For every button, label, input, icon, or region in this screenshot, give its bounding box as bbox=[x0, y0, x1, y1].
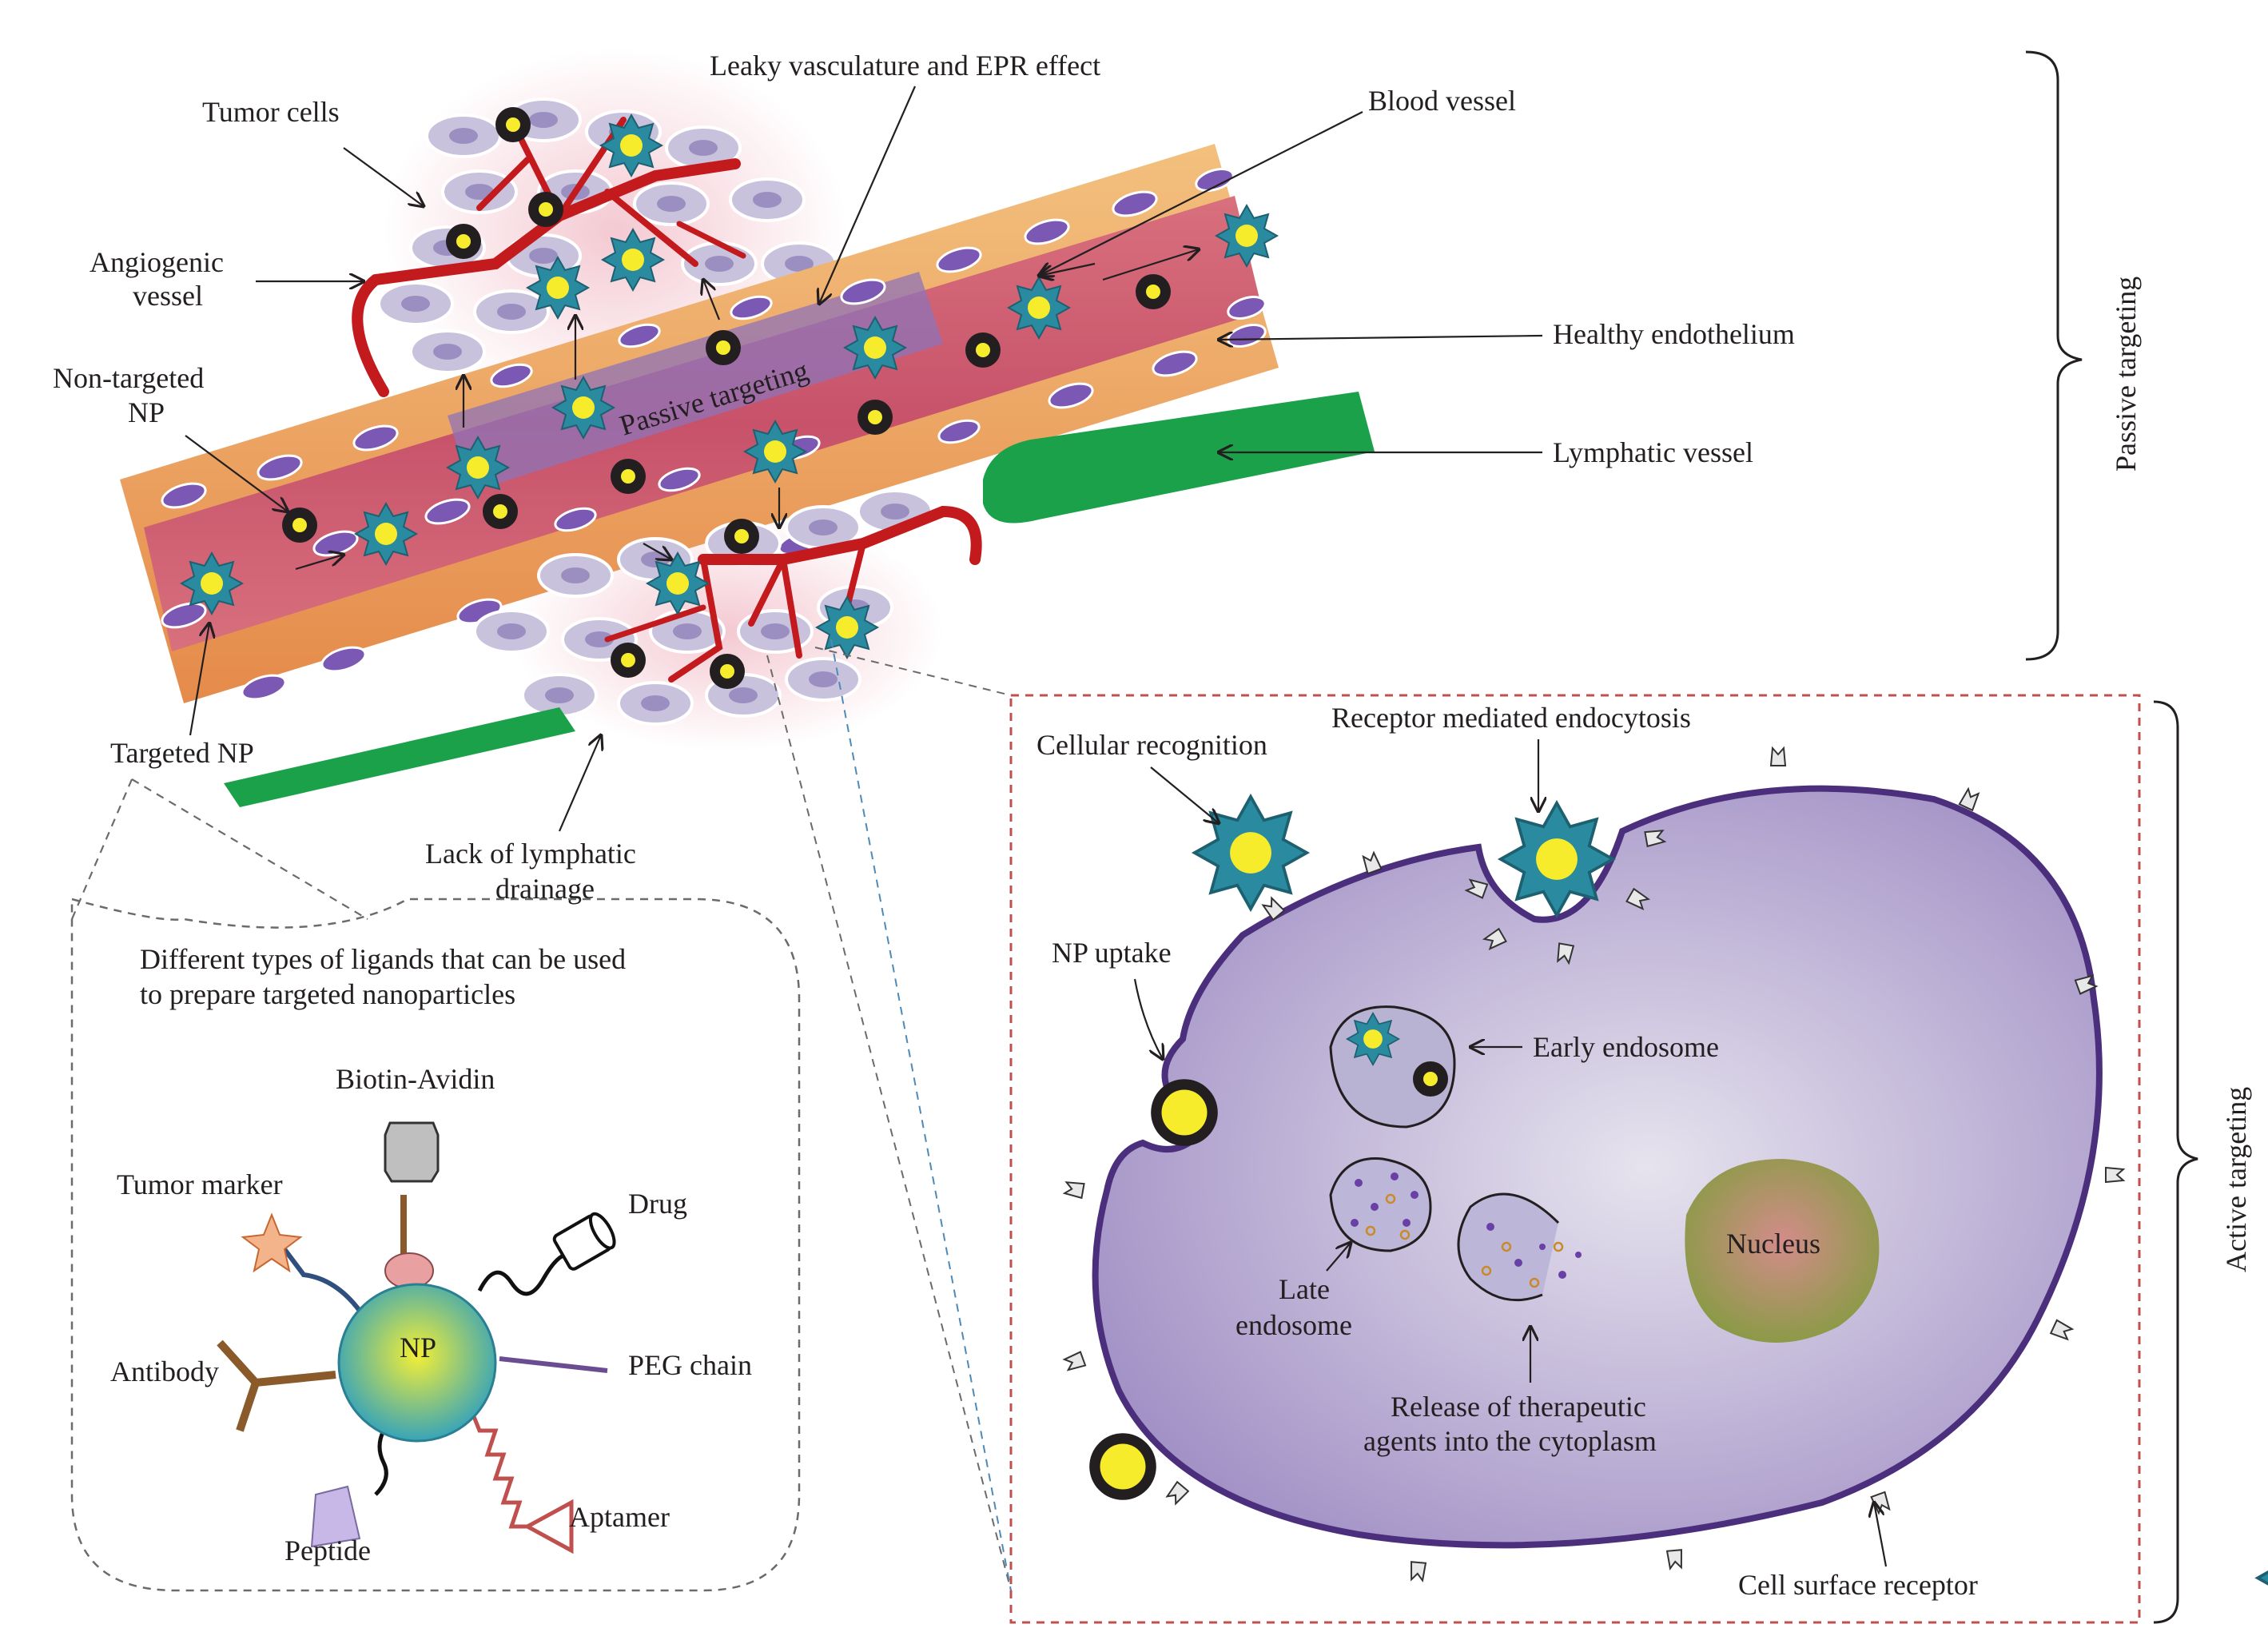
non-targeted-np-outside bbox=[1089, 1433, 1156, 1500]
label-tumor-marker: Tumor marker bbox=[117, 1168, 283, 1200]
label-receptor-endocytosis: Receptor mediated endocytosis bbox=[1331, 702, 1691, 734]
non-targeted-np-uptake bbox=[1151, 1079, 1218, 1146]
label-angiogenic-1: Angiogenic bbox=[90, 246, 224, 278]
cell-box: Nucleus Early endosome bbox=[766, 639, 2268, 1636]
label-peg-chain: PEG chain bbox=[628, 1349, 752, 1381]
lymphatic-vessel-left bbox=[224, 707, 575, 807]
label-passive-targeting-bracket: Passive targeting bbox=[2110, 277, 2142, 472]
blood-vessel bbox=[120, 144, 1279, 703]
cell-box-frame bbox=[1009, 694, 2141, 1624]
label-antibody: Antibody bbox=[110, 1355, 219, 1387]
target-cell bbox=[1092, 785, 2103, 1549]
label-late-endosome-1: Late bbox=[1279, 1273, 1330, 1305]
label-lack-drainage-1: Lack of lymphatic bbox=[425, 838, 636, 870]
ligands-title-1: Different types of ligands that can be u… bbox=[140, 943, 626, 975]
aptamer-icon bbox=[523, 1499, 574, 1554]
drug-capsule-icon bbox=[552, 1212, 616, 1271]
label-np-uptake: NP uptake bbox=[1052, 937, 1172, 969]
label-active-targeting-bracket: Active targeting bbox=[2220, 1087, 2252, 1272]
label-lymphatic-vessel: Lymphatic vessel bbox=[1553, 436, 1753, 468]
np-sphere bbox=[337, 1283, 497, 1443]
lymphatic-vessel-right bbox=[983, 392, 1375, 523]
vessel-scene: Passive targeting bbox=[120, 48, 1375, 807]
label-targeted-np: Targeted NP bbox=[110, 737, 254, 769]
label-drug: Drug bbox=[628, 1188, 687, 1220]
label-biotin-avidin: Biotin-Avidin bbox=[336, 1063, 495, 1095]
nucleus bbox=[1685, 1159, 1880, 1343]
label-cell-surface-receptor: Cell surface receptor bbox=[1738, 1569, 1978, 1601]
label-nucleus: Nucleus bbox=[1726, 1228, 1820, 1260]
label-early-endosome: Early endosome bbox=[1533, 1031, 1719, 1063]
label-late-endosome-2: endosome bbox=[1235, 1309, 1352, 1341]
label-angiogenic-2: vessel bbox=[133, 280, 203, 312]
label-non-targeted-np-2: NP bbox=[128, 396, 165, 428]
targeted-np-recognition bbox=[1192, 794, 1309, 911]
angiogenic-vessels bbox=[352, 117, 982, 683]
label-non-targeted-np-1: Non-targeted bbox=[53, 362, 204, 394]
label-aptamer: Aptamer bbox=[569, 1501, 670, 1533]
label-leaky-vasculature: Leaky vasculature and EPR effect bbox=[710, 50, 1100, 82]
label-cellular-recognition: Cellular recognition bbox=[1037, 729, 1267, 761]
active-targeting-bracket: Active targeting bbox=[2153, 700, 2252, 1624]
label-release-1: Release of therapeutic bbox=[1391, 1391, 1646, 1423]
ligands-title-2: to prepare targeted nanoparticles bbox=[140, 978, 515, 1010]
label-release-2: agents into the cytoplasm bbox=[1363, 1425, 1657, 1457]
label-peptide: Peptide bbox=[284, 1535, 371, 1566]
scene-labels: Leaky vasculature and EPR effect Tumor c… bbox=[53, 50, 1795, 905]
tumor-marker-star-icon bbox=[241, 1212, 303, 1273]
targeted-np-endocytosis bbox=[1498, 801, 1615, 918]
np-label: NP bbox=[400, 1332, 436, 1363]
label-tumor-cells: Tumor cells bbox=[202, 96, 340, 128]
passive-targeting-bracket: Passive targeting bbox=[2025, 50, 2142, 661]
label-healthy-endothelium: Healthy endothelium bbox=[1553, 318, 1795, 350]
ligands-box: Different types of ligands that can be u… bbox=[70, 778, 801, 1592]
label-blood-vessel: Blood vessel bbox=[1368, 85, 1516, 117]
peptide-icon bbox=[310, 1485, 361, 1548]
